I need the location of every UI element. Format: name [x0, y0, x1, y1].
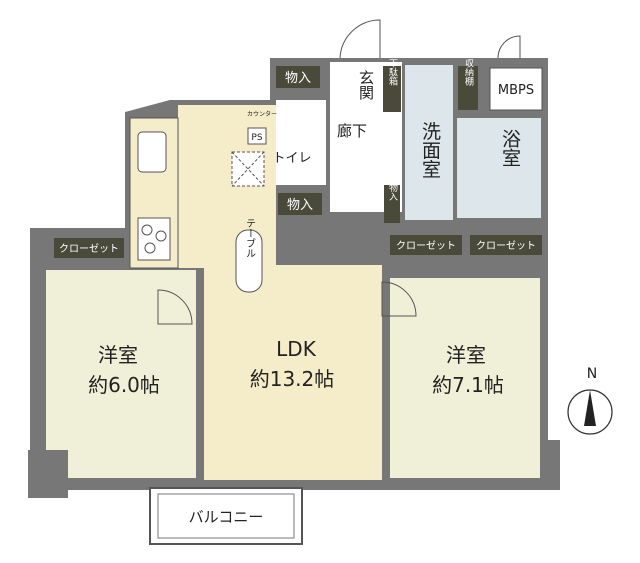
compass-label: N: [587, 366, 597, 382]
ldk-floor: [178, 105, 382, 480]
compass-needle: [584, 390, 596, 426]
bedroom-left-floor: [46, 270, 196, 478]
bedroom-left-door-arc: [157, 289, 193, 325]
room-western-left-size: 約6.0帖: [88, 373, 160, 397]
balcony-label: バルコニー: [189, 508, 264, 526]
room-ldk-size: 約13.2帖: [250, 367, 335, 391]
tag-closet-left: クローゼット: [59, 243, 119, 255]
room-bath: 浴室: [499, 129, 521, 167]
entry-door-arc: [339, 19, 381, 59]
tag-mbps: MBPS: [498, 83, 534, 98]
tag-storage-small: 物入: [387, 182, 398, 201]
bedroom-right-floor: [390, 278, 540, 478]
sink: [137, 131, 167, 173]
room-western-right-size: 約7.1帖: [432, 373, 504, 397]
mbps-box: [489, 67, 543, 111]
bedroom-right-door-arc: [381, 281, 417, 317]
tag-closet-right-a: クローゼット: [396, 240, 456, 252]
room-western-right-name: 洋室: [446, 343, 486, 367]
room-entrance: 玄関: [357, 70, 375, 101]
room-washroom: 洗面室: [419, 121, 441, 178]
pillar: [28, 450, 68, 498]
mbps-door-arc: [497, 35, 521, 59]
tag-shoe-box: 下駄箱: [387, 59, 398, 87]
tag-table: テーブル: [244, 218, 256, 258]
tag-storage-top: 物入: [285, 71, 311, 86]
tag-closet-right-b: クローゼット: [476, 240, 536, 252]
tag-ps: PS: [251, 133, 262, 143]
room-western-left-name: 洋室: [98, 343, 138, 367]
room-toilet: トイレ: [272, 151, 311, 166]
bath-floor: [457, 118, 541, 218]
washroom-floor: [405, 65, 453, 220]
room-ldk-name: LDK: [276, 337, 317, 361]
tag-storage-mid: 物入: [287, 198, 313, 213]
tag-storage-shelf: 収納棚: [463, 57, 474, 86]
toilet-floor: [276, 100, 326, 185]
room-corridor: 廊下: [337, 122, 367, 140]
tag-counter: カウンター: [247, 110, 277, 118]
